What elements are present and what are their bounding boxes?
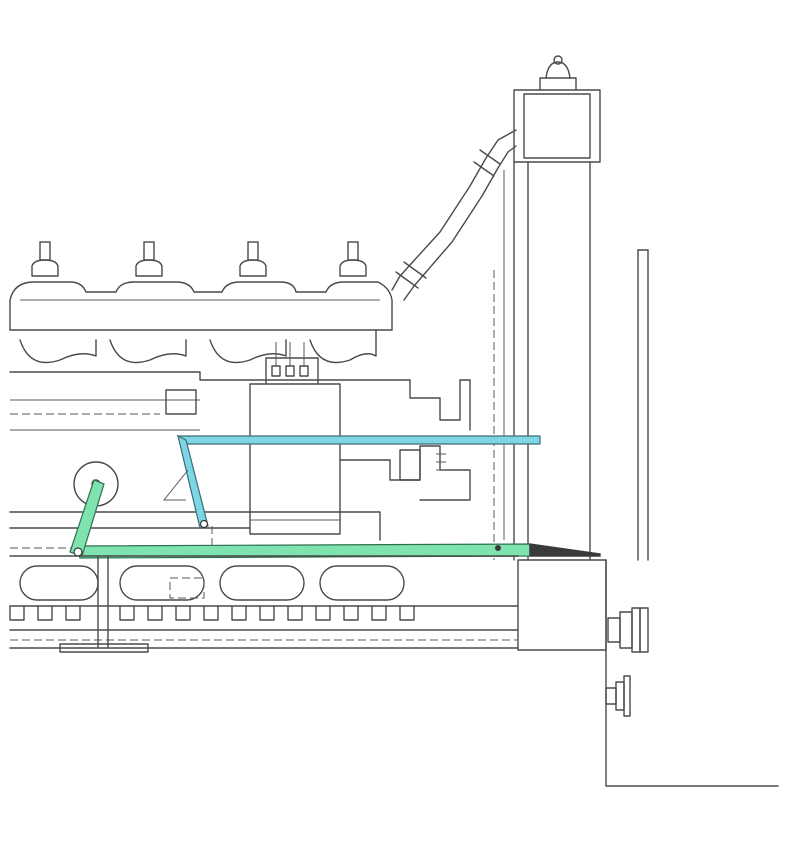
valve-cap-3: [239, 241, 267, 277]
valve-cap-2: [135, 241, 163, 277]
valve-cap-1: [31, 241, 59, 277]
valve-cap-4: [339, 241, 367, 277]
vertical-tank: [493, 55, 601, 561]
lower-linkage: [69, 479, 601, 559]
upper-linkage-arm: [177, 434, 209, 529]
manifold: [9, 281, 393, 364]
lower-linkage-end-pivot: [495, 545, 501, 551]
exhaust-pipe: [391, 129, 517, 301]
lower-linkage-pivot: [73, 547, 83, 557]
upper-linkage-bar: [176, 435, 541, 445]
upper-linkage: [162, 434, 541, 548]
right-frame: [517, 249, 779, 787]
upper-linkage-pivot: [199, 519, 209, 529]
crankcase: [9, 555, 519, 653]
engine-block: [9, 342, 471, 549]
